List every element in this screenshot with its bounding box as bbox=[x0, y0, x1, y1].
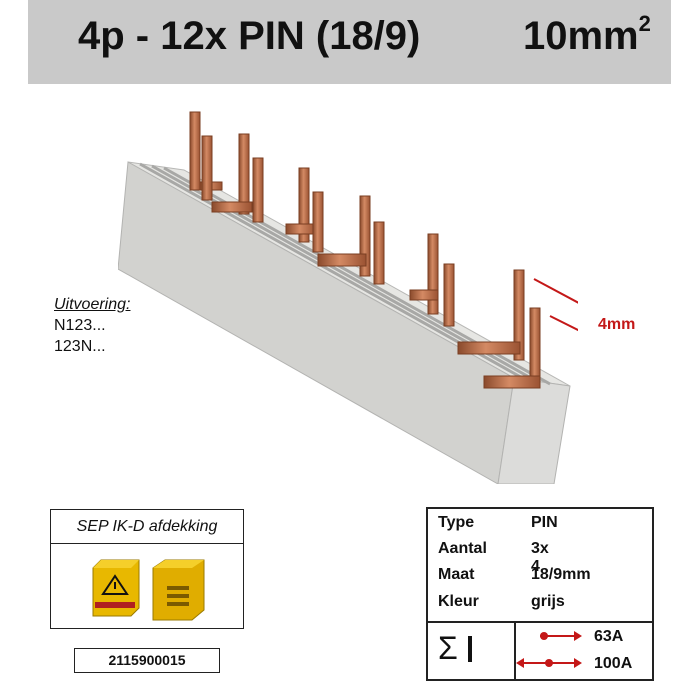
current-arrow-icon bbox=[516, 658, 582, 668]
current-rating-single: 63A bbox=[594, 628, 624, 645]
cross-section-size: 10mm2 bbox=[523, 10, 651, 58]
cover-box: SEP IK-D afdekking bbox=[50, 509, 244, 629]
variant-heading: Uitvoering: bbox=[54, 296, 131, 313]
dimension-label: 4mm bbox=[598, 316, 636, 333]
spec-divider bbox=[428, 621, 652, 623]
cover-image bbox=[92, 559, 205, 621]
cover-code: 2115900015 bbox=[74, 648, 220, 673]
sigma-icon: Σ bbox=[438, 630, 472, 667]
cover-title: SEP IK-D afdekking bbox=[51, 510, 243, 544]
variant-block: Uitvoering: N123... 123N... bbox=[54, 294, 130, 357]
header-bar bbox=[28, 0, 671, 84]
current-rating-double: 100A bbox=[594, 655, 633, 672]
spec-divider bbox=[514, 621, 516, 681]
spec-table: Type PIN Aantal 3x 4 Maat 18/9mm Kleur g… bbox=[426, 507, 654, 681]
page-title: 4p - 12x PIN (18/9) bbox=[78, 14, 421, 58]
variant-option: N123... bbox=[54, 317, 106, 334]
warning-icon bbox=[101, 574, 129, 595]
variant-option: 123N... bbox=[54, 338, 106, 355]
busbar-image bbox=[118, 111, 578, 484]
current-arrow-icon bbox=[540, 631, 582, 641]
